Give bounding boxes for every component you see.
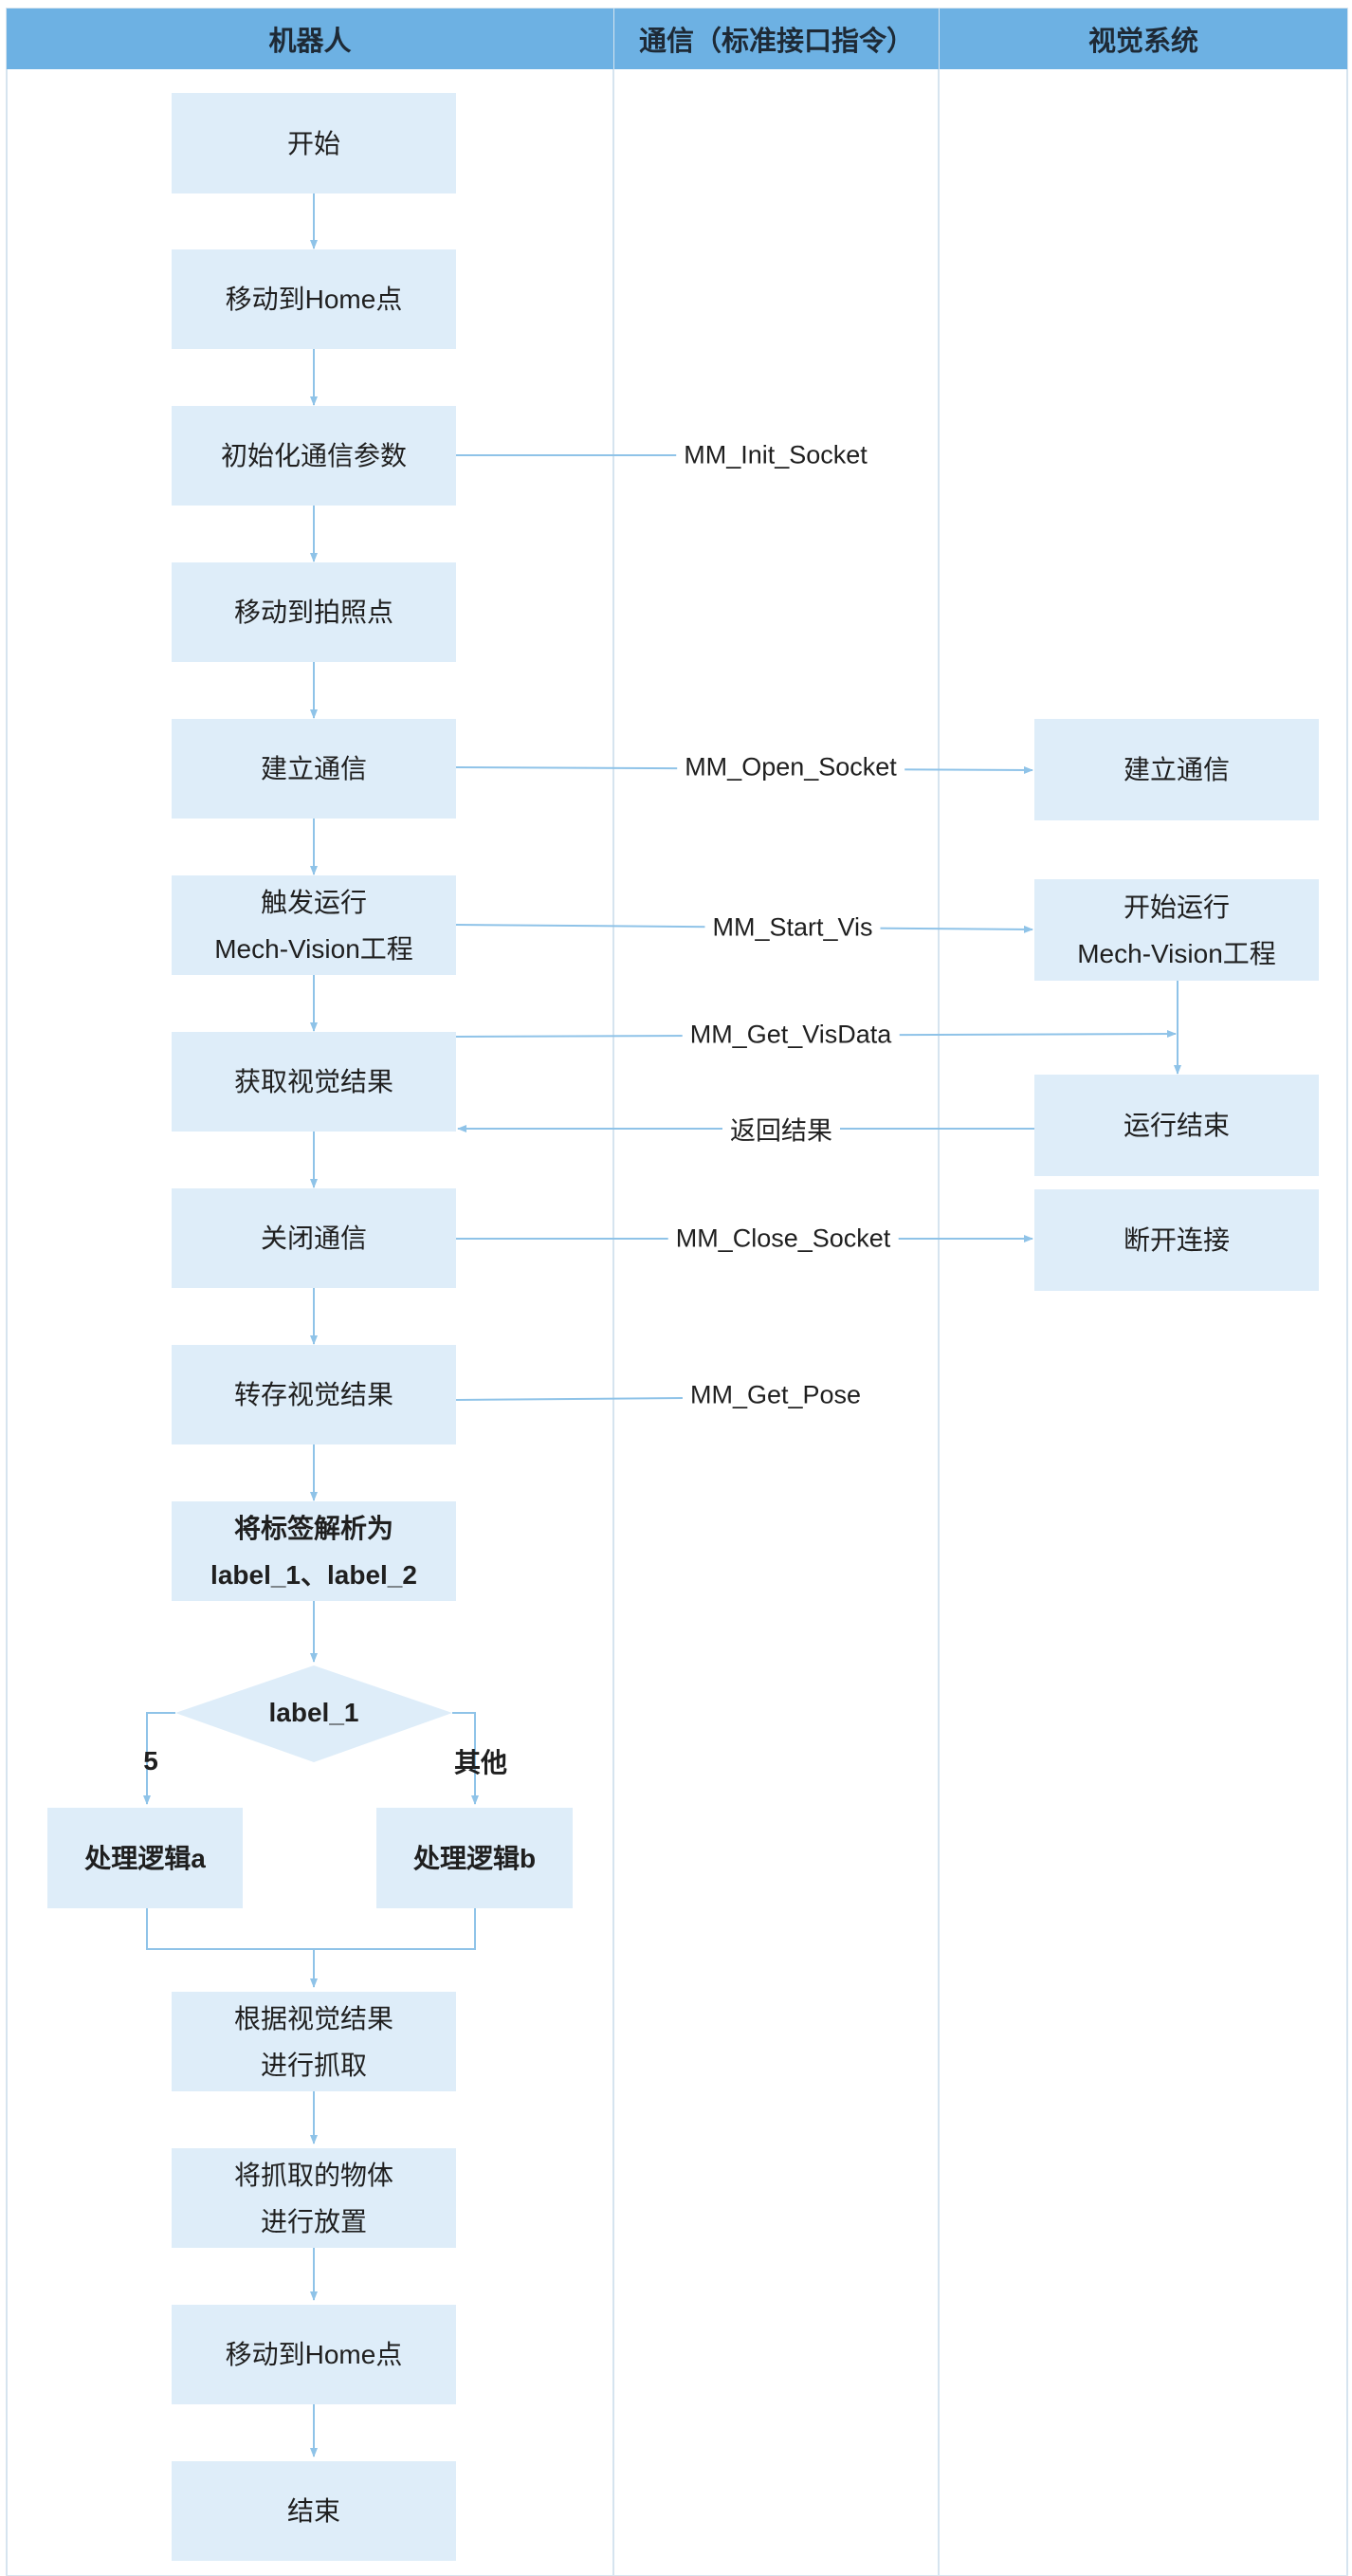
node-start-label: 开始 <box>286 128 340 158</box>
node-vision-start-run-line1: 开始运行 <box>1123 892 1230 922</box>
node-init-comm-label: 初始化通信参数 <box>220 441 407 470</box>
node-trigger-run-line2: Mech-Vision工程 <box>214 933 413 964</box>
node-vision-disconnect: 断开连接 <box>1034 1189 1319 1291</box>
node-parse-labels-line2: label_1、label_2 <box>210 1559 417 1590</box>
node-parse-labels-line1: 将标签解析为 <box>233 1513 393 1543</box>
node-move-home-label: 移动到Home点 <box>225 285 403 314</box>
node-move-home-end: 移动到Home点 <box>172 2305 456 2404</box>
node-move-photo: 移动到拍照点 <box>172 562 456 662</box>
node-move-photo-label: 移动到拍照点 <box>233 598 393 627</box>
node-vision-start-run: 开始运行 Mech-Vision工程 <box>1034 879 1319 981</box>
branch-label-right: 其他 <box>453 1748 508 1777</box>
node-place-line2: 进行放置 <box>260 2206 367 2236</box>
node-start: 开始 <box>172 93 456 193</box>
node-trigger-run-line1: 触发运行 <box>260 887 367 917</box>
node-vision-run-end-label: 运行结束 <box>1123 1111 1230 1140</box>
node-place: 将抓取的物体 进行放置 <box>172 2148 456 2248</box>
node-save-result: 转存视觉结果 <box>172 1345 456 1444</box>
decision-diamond <box>175 1665 452 1762</box>
node-get-result-label: 获取视觉结果 <box>233 1067 393 1096</box>
node-trigger-run: 触发运行 Mech-Vision工程 <box>172 875 456 975</box>
merge-left <box>146 1908 476 1950</box>
cmd-init-socket: MM_Init_Socket <box>676 440 875 470</box>
line-get-pose <box>455 1397 684 1401</box>
node-pick: 根据视觉结果 进行抓取 <box>172 1992 456 2091</box>
node-logic-b: 处理逻辑b <box>376 1808 573 1908</box>
node-pick-line1: 根据视觉结果 <box>233 2003 393 2033</box>
cmd-get-visdata: MM_Get_VisData <box>682 1020 900 1050</box>
node-vision-disconnect-label: 断开连接 <box>1123 1225 1230 1255</box>
node-establish-comm-label: 建立通信 <box>260 754 367 783</box>
node-establish-comm: 建立通信 <box>172 719 456 819</box>
node-end-label: 结束 <box>286 2496 340 2526</box>
lane-header-robot: 机器人 <box>7 9 613 69</box>
node-vision-run-end: 运行结束 <box>1034 1075 1319 1176</box>
lane-header-communication: 通信（标准接口指令） <box>614 9 939 69</box>
node-parse-labels: 将标签解析为 label_1、label_2 <box>172 1501 456 1601</box>
lane-header-vision: 视觉系统 <box>940 9 1347 69</box>
node-close-comm-label: 关闭通信 <box>260 1224 367 1253</box>
cmd-close-socket: MM_Close_Socket <box>667 1224 899 1254</box>
node-move-home: 移动到Home点 <box>172 249 456 349</box>
node-move-home-end-label: 移动到Home点 <box>225 2340 403 2369</box>
node-logic-a-label: 处理逻辑a <box>84 1843 206 1873</box>
arrow-branch-left <box>143 1712 175 1805</box>
cmd-return-result: 返回结果 <box>722 1110 840 1148</box>
cmd-open-socket: MM_Open_Socket <box>677 752 904 782</box>
cmd-get-pose: MM_Get_Pose <box>682 1380 869 1410</box>
arrow-branch-right <box>452 1712 479 1805</box>
node-init-comm: 初始化通信参数 <box>172 406 456 506</box>
node-logic-b-label: 处理逻辑b <box>412 1843 537 1873</box>
node-logic-a: 处理逻辑a <box>47 1808 243 1908</box>
branch-label-left: 5 <box>143 1746 158 1776</box>
node-save-result-label: 转存视觉结果 <box>233 1380 393 1409</box>
node-vision-establish-label: 建立通信 <box>1123 755 1230 784</box>
node-end: 结束 <box>172 2461 456 2561</box>
node-get-result: 获取视觉结果 <box>172 1032 456 1132</box>
node-vision-start-run-line2: Mech-Vision工程 <box>1077 938 1276 968</box>
node-close-comm: 关闭通信 <box>172 1188 456 1288</box>
node-place-line1: 将抓取的物体 <box>233 2160 393 2190</box>
cmd-start-vis: MM_Start_Vis <box>704 912 881 943</box>
node-vision-establish: 建立通信 <box>1034 719 1319 820</box>
node-pick-line2: 进行抓取 <box>260 2050 367 2080</box>
decision-label: label_1 <box>268 1698 359 1727</box>
